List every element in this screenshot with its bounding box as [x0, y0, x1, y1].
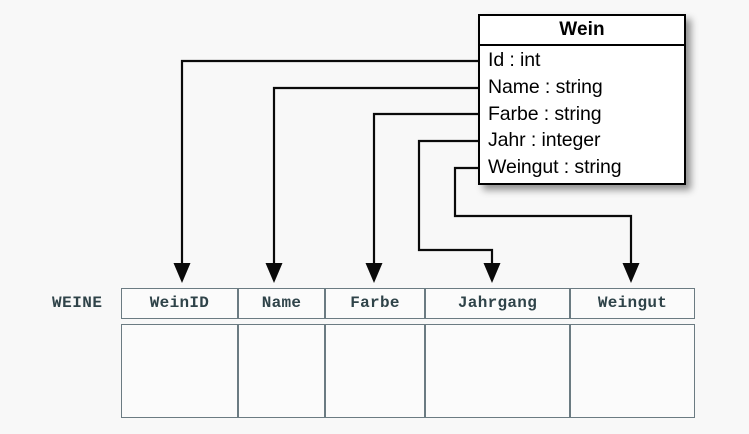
connector-farbe-to-farbe [365, 112, 478, 283]
connector-name-to-name [265, 86, 478, 283]
column-header-weinid: WeinID [121, 288, 238, 319]
column-header-name: Name [238, 288, 325, 319]
column-header-jahrgang: Jahrgang [425, 288, 570, 319]
relation-table-weine: WeinID Name Farbe Jahrgang Weingut [121, 288, 695, 418]
uml-attribute-jahr: Jahr : integer [488, 129, 601, 152]
uml-attribute-name: Name : string [488, 75, 603, 98]
arrowhead-farbe [365, 263, 383, 283]
arrowhead-name [265, 263, 283, 283]
uml-attribute-weingut: Weingut : string [488, 156, 622, 179]
arrowhead-weingut [622, 263, 640, 283]
uml-attribute-id: Id : int [488, 49, 541, 72]
uml-class-box-wein: Wein Id : int Name : string Farbe : stri… [478, 14, 686, 185]
table-cell-jahrgang [425, 324, 570, 418]
table-row [121, 324, 695, 418]
arrowhead-jahrgang [483, 263, 501, 283]
uml-class-name: Wein [480, 16, 684, 47]
connector-weingut-to-weingut [453, 166, 640, 283]
column-header-farbe: Farbe [325, 288, 425, 319]
connector-id-to-weinid [173, 59, 478, 283]
table-header-row: WeinID Name Farbe Jahrgang Weingut [121, 288, 695, 319]
uml-attribute-list: Id : int Name : string Farbe : string Ja… [480, 46, 684, 183]
table-cell-weinid [121, 324, 238, 418]
table-cell-weingut [570, 324, 695, 418]
table-cell-farbe [325, 324, 425, 418]
column-header-weingut: Weingut [570, 288, 695, 319]
uml-attribute-farbe: Farbe : string [488, 102, 602, 125]
table-cell-name [238, 324, 325, 418]
relation-name-label: WEINE [52, 294, 103, 312]
arrowhead-weinid [173, 263, 191, 283]
